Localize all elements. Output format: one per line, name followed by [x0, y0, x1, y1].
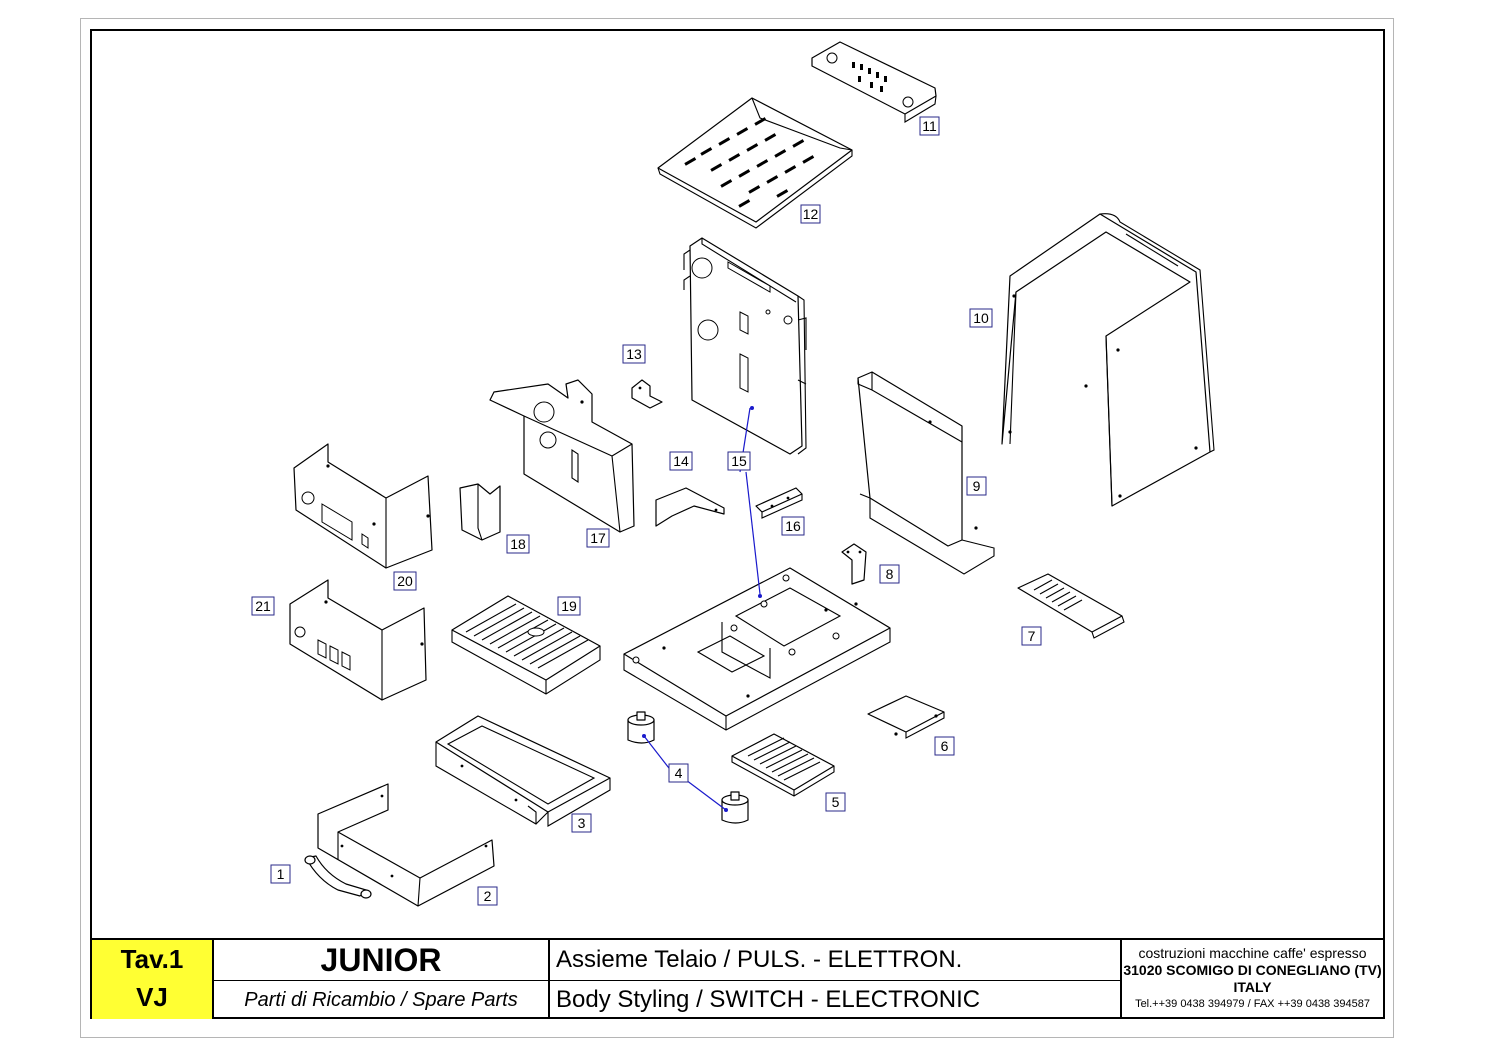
svg-text:11: 11 — [922, 118, 937, 134]
part-10-body-cover — [1001, 213, 1215, 507]
part-9-internal-panel — [857, 371, 995, 575]
company-address: 31020 SCOMIGO DI CONEGLIANO (TV) — [1123, 962, 1382, 978]
label-4: 4 — [668, 763, 689, 783]
description-english: Body Styling / SWITCH - ELECTRONIC — [556, 986, 981, 1013]
description-italian: Assieme Telaio / PULS. - ELETTRON. — [550, 940, 1120, 981]
svg-text:8: 8 — [886, 566, 894, 582]
svg-text:12: 12 — [803, 206, 819, 222]
version-code: VJ — [136, 982, 168, 1012]
drawing-sheet — [80, 18, 1394, 1038]
table-code: Tav.1 — [120, 944, 184, 974]
part-1-handle — [304, 855, 372, 899]
label-2: 2 — [477, 886, 498, 906]
svg-text:2: 2 — [484, 888, 492, 904]
company-line: costruzioni macchine caffe' espresso — [1138, 945, 1367, 961]
base-frame — [623, 567, 891, 731]
part-11-cup-plate — [811, 41, 937, 123]
part-16-strip-plate — [755, 487, 803, 519]
part-14-angle-bracket — [655, 487, 725, 527]
company-country: ITALY — [1233, 979, 1272, 995]
label-13: 13 — [622, 344, 646, 364]
svg-text:4: 4 — [675, 765, 683, 781]
svg-text:21: 21 — [255, 598, 271, 614]
company-cell: costruzioni macchine caffe' espresso 310… — [1122, 940, 1383, 1019]
svg-text:16: 16 — [785, 518, 801, 534]
part-12-perforated-tray — [657, 97, 853, 229]
label-10: 10 — [969, 308, 993, 328]
part-15-rear-frame — [683, 237, 807, 455]
label-19: 19 — [557, 596, 581, 616]
svg-text:17: 17 — [590, 530, 606, 546]
label-9: 9 — [966, 476, 987, 496]
table-code-cell: Tav.1 VJ — [92, 940, 214, 1019]
label-5: 5 — [825, 792, 846, 812]
svg-text:7: 7 — [1028, 628, 1036, 644]
svg-text:20: 20 — [397, 573, 413, 589]
label-1: 1 — [270, 864, 291, 884]
part-8-l-bracket — [841, 543, 867, 585]
label-21: 21 — [251, 596, 275, 616]
label-16: 16 — [781, 516, 805, 536]
part-5-vent-grille — [731, 733, 835, 797]
label-15: 15 — [727, 451, 751, 471]
svg-text:6: 6 — [941, 738, 949, 754]
part-18-holder — [459, 483, 501, 541]
part-4-feet — [627, 711, 749, 824]
part-13-small-bracket — [631, 379, 663, 409]
part-19-drip-grate — [451, 595, 601, 695]
label-11: 11 — [919, 116, 940, 136]
label-17: 17 — [586, 528, 610, 548]
spare-parts-subtitle: Parti di Ricambio / Spare Parts — [244, 989, 518, 1011]
svg-text:1: 1 — [277, 866, 285, 882]
label-6: 6 — [934, 736, 955, 756]
part-2-lower-cover — [317, 783, 495, 907]
drawing-frame — [90, 29, 1385, 1019]
svg-text:13: 13 — [626, 346, 642, 362]
svg-text:9: 9 — [973, 478, 981, 494]
part-3-drip-tray — [435, 715, 611, 827]
description-cell: Assieme Telaio / PULS. - ELETTRON. Body … — [550, 940, 1122, 1019]
svg-text:14: 14 — [673, 453, 689, 469]
svg-text:5: 5 — [832, 794, 840, 810]
model-cell: JUNIOR Parti di Ricambio / Spare Parts — [214, 940, 550, 1019]
title-block: Tav.1 VJ JUNIOR Parti di Ricambio / Spar… — [90, 938, 1385, 1019]
part-17-support-bracket — [489, 379, 635, 533]
part-21-front-panel-switches — [289, 579, 427, 701]
svg-text:19: 19 — [561, 598, 577, 614]
model-name: JUNIOR — [214, 940, 548, 981]
part-6-cover-plate — [867, 695, 945, 739]
label-14: 14 — [669, 451, 693, 471]
label-8: 8 — [879, 564, 900, 584]
leader-lines — [642, 406, 762, 812]
svg-text:15: 15 — [731, 453, 747, 469]
svg-text:3: 3 — [578, 815, 586, 831]
label-18: 18 — [506, 534, 530, 554]
svg-text:10: 10 — [973, 310, 989, 326]
part-20-front-panel-display — [293, 443, 433, 569]
svg-text:18: 18 — [510, 536, 526, 552]
label-12: 12 — [800, 204, 821, 224]
label-7: 7 — [1021, 626, 1042, 646]
company-contact: Tel.++39 0438 394979 / FAX ++39 0438 394… — [1135, 998, 1370, 1010]
part-7-vent-grille — [1017, 573, 1125, 639]
label-20: 20 — [393, 571, 417, 591]
label-3: 3 — [571, 813, 592, 833]
